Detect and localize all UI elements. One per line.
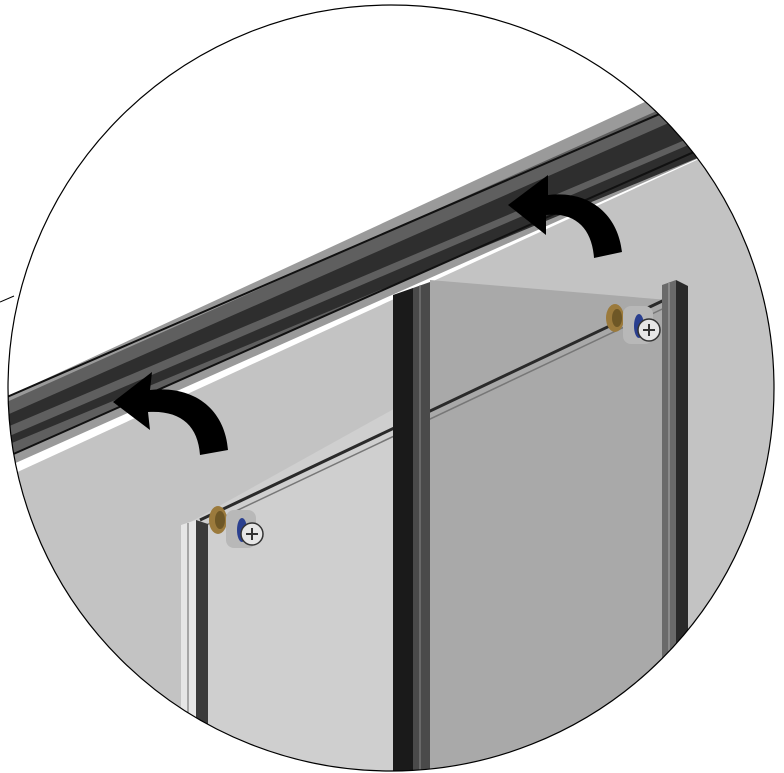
glass-top-edge — [199, 293, 676, 522]
glass-top-edge-inner — [199, 302, 676, 529]
cam-lock-fastener-icon — [209, 506, 264, 548]
curved-arrow-rotate-left-icon — [113, 372, 228, 455]
left-frame — [181, 520, 208, 771]
center-post — [393, 282, 430, 771]
detail-circle-outline — [7, 4, 775, 772]
cam-lock-fastener-icon — [606, 304, 661, 344]
curved-arrow-rotate-left-icon — [508, 175, 622, 258]
callout-leader-line — [0, 295, 15, 303]
right-panel — [430, 280, 668, 771]
right-frame — [662, 280, 688, 771]
left-panel — [185, 400, 410, 771]
detail-content — [8, 59, 774, 771]
top-rail — [8, 59, 774, 470]
